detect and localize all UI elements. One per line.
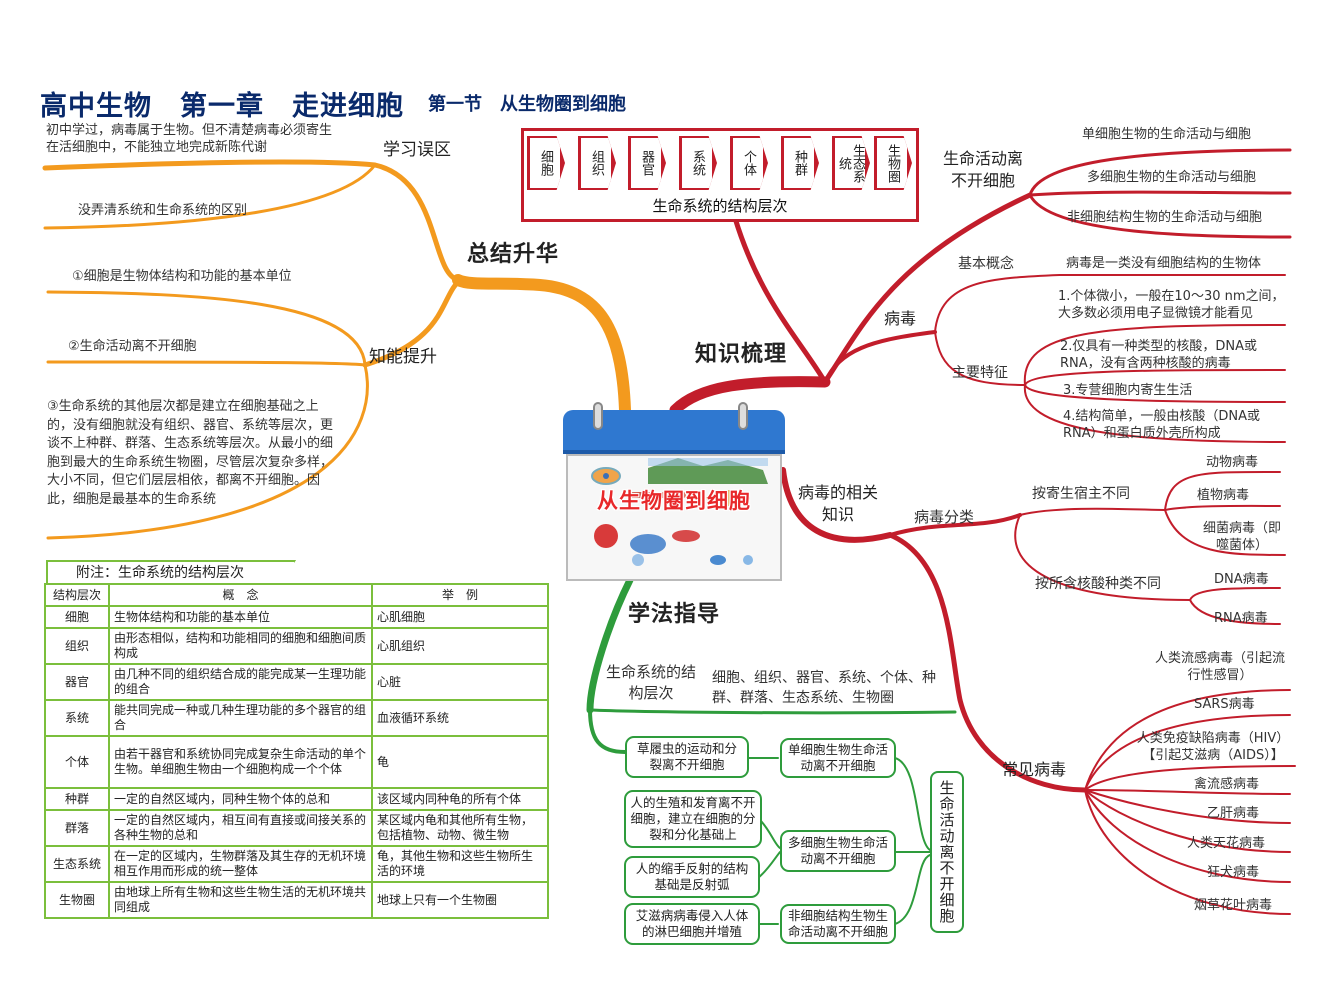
knowledge-title: 知识梳理 [695,342,788,367]
feature-item-2: 2.仅具有一种类型的核酸，DNA或RNA，没有含两种核酸的病毒 [1060,339,1258,371]
life-activity-item-2: 多细胞生物的生命活动与细胞 [1087,170,1257,185]
improve-item-3: ③生命系统的其他层次都是建立在细胞基础之上的，没有细胞就没有组织、器官、系统等层… [47,399,334,507]
example-aids: 艾滋病病毒侵入人体的淋巴细胞并增殖 [624,903,760,945]
life-activity-title: 生命活动离不开细胞 [942,149,1023,190]
category-multicellular: 多细胞生物生命活动离不开细胞 [780,830,896,872]
summary-title: 总结升华 [467,242,560,267]
host-item-bacteria: 细菌病毒（即噬菌体） [1202,521,1281,553]
table-row: 种群 一定的自然区域内，同种生物个体的总和 该区域内同种龟的所有个体 [44,787,549,811]
method-title: 学法指导 [628,602,721,627]
virus-title: 病毒 [884,309,917,328]
basic-concept-text: 病毒是一类没有细胞结构的生物体 [1066,256,1262,271]
common-item-tobacco: 烟草花叶病毒 [1194,898,1273,913]
common-virus-title: 常见病毒 [1002,760,1067,779]
appendix-table: 结构层次 概 念 举 例 细胞 生物体结构和功能的基本单位 心肌细胞 组织 由形… [44,583,549,919]
category-unicellular: 单细胞生物生命活动离不开细胞 [780,738,896,778]
feature-item-1: 1.个体微小，一般在10～30 nm之间，大多数必须用电子显微镜才能看见 [1058,289,1285,321]
center-calendar: 从生物圈到细胞 [563,402,785,581]
table-row: 群落 一定的自然区域内，相互间有直接或间接关系的各种生物的总和 某区域内龟和其他… [44,809,549,847]
nucleic-item-rna: RNA病毒 [1214,611,1268,626]
method-levels-label: 生命系统的结构层次 [606,663,697,702]
column-header-example: 举 例 [371,583,549,607]
feature-item-3: 3.专营细胞内寄生生活 [1063,383,1193,398]
hierarchy-item-tissue: 组织 [578,136,616,190]
common-item-hepatitis-b: 乙肝病毒 [1207,806,1260,821]
improve-item-1: ①细胞是生物体结构和功能的基本单位 [72,269,292,284]
method-conclusion: 生命活动离不开细胞 [930,771,964,933]
hierarchy-item-organ: 器官 [628,136,666,190]
mistakes-title: 学习误区 [383,140,451,160]
common-item-rabies: 狂犬病毒 [1207,865,1260,880]
center-topic-label: 从生物圈到细胞 [597,489,751,513]
by-nucleic-label: 按所含核酸种类不同 [1035,576,1161,592]
common-item-smallpox: 人类天花病毒 [1187,836,1266,851]
biology-illustrations [591,458,768,566]
column-header-level: 结构层次 [44,583,110,607]
common-item-flu: 人类流感病毒（引起流行性感冒） [1154,651,1285,683]
by-host-label: 按寄生宿主不同 [1032,486,1130,502]
table-row: 系统 能共同完成一种或几种生理功能的多个器官的组合 血液循环系统 [44,699,549,737]
hierarchy-caption: 生命系统的结构层次 [652,197,788,215]
common-item-avian-flu: 禽流感病毒 [1194,777,1260,792]
virus-related-title: 病毒的相关知识 [797,483,878,524]
table-row: 细胞 生物体结构和功能的基本单位 心肌细胞 [44,605,549,629]
page-subtitle: 第一节 从生物圈到细胞 [428,94,626,115]
hierarchy-item-cell: 细胞 [527,136,565,190]
example-reproduction: 人的生殖和发育离不开细胞，建立在细胞的分裂和分化基础上 [624,790,762,848]
life-activity-item-1: 单细胞生物的生命活动与细胞 [1082,127,1252,142]
classification-title: 病毒分类 [914,508,975,526]
table-header-row: 结构层次 概 念 举 例 [44,583,549,607]
appendix-tab: 附注：生命系统的结构层次 [46,560,296,583]
calendar-ring-right [738,402,748,430]
hierarchy-item-population: 种群 [781,136,819,190]
hierarchy-item-system: 系统 [679,136,717,190]
example-paramecium: 草履虫的运动和分裂离不开细胞 [625,736,749,778]
calendar-body [566,454,782,581]
table-row: 组织 由形态相似，结构和功能相同的细胞和细胞间质构成 心肌组织 [44,627,549,665]
basic-concept-label: 基本概念 [958,256,1014,272]
hierarchy-item-biosphere: 生物圈 [874,136,912,190]
host-item-animal: 动物病毒 [1206,455,1259,470]
method-levels-text: 细胞、组织、器官、系统、个体、种群、群落、生态系统、生物圈 [712,670,936,706]
example-reflex: 人的缩手反射的结构基础是反射弧 [624,856,760,898]
calendar-ring-left [593,402,603,430]
mistake-item-1: 初中学过，病毒属于生物。但不清楚病毒必须寄生在活细胞中，不能独立地完成新陈代谢 [46,123,333,155]
page-title: 高中生物 第一章 走进细胞 [40,91,404,122]
table-row: 生态系统 在一定的区域内，生物群落及其生存的无机环境相互作用而形成的统一整体 龟… [44,845,549,883]
category-noncellular: 非细胞结构生物生命活动离不开细胞 [780,904,896,944]
mistake-item-2: 没弄清系统和生命系统的区别 [78,203,248,218]
table-row: 器官 由几种不同的组织结合成的能完成某一生理功能的组合 心脏 [44,663,549,701]
column-header-concept: 概 念 [108,583,373,607]
table-row: 生物圈 由地球上所有生物和这些生物生活的无机环境共同组成 地球上只有一个生物圈 [44,881,549,919]
hierarchy-item-individual: 个体 [730,136,768,190]
improve-title: 知能提升 [369,347,437,367]
hierarchy-item-ecosystem: 生态系统 [832,136,870,190]
table-row: 个体 由若干器官和系统协同完成复杂生命活动的单个生物。单细胞生物由一个细胞构成一… [44,735,549,789]
common-item-sars: SARS病毒 [1194,697,1255,712]
hierarchy-box: 细胞 组织 器官 系统 个体 种群 生态系统 生物圈 生命系统的结构层次 [521,128,919,222]
life-activity-item-3: 非细胞结构生物的生命活动与细胞 [1067,210,1263,225]
nucleic-item-dna: DNA病毒 [1214,572,1269,587]
improve-item-2: ②生命活动离不开细胞 [68,339,197,354]
feature-item-4: 4.结构简单，一般由核酸（DNA或RNA）和蛋白质外壳所构成 [1063,409,1261,441]
host-item-plant: 植物病毒 [1197,488,1250,503]
common-item-hiv: 人类免疫缺陷病毒（HIV）【引起艾滋病（AIDS）】 [1136,731,1290,763]
features-label: 主要特征 [952,365,1008,381]
